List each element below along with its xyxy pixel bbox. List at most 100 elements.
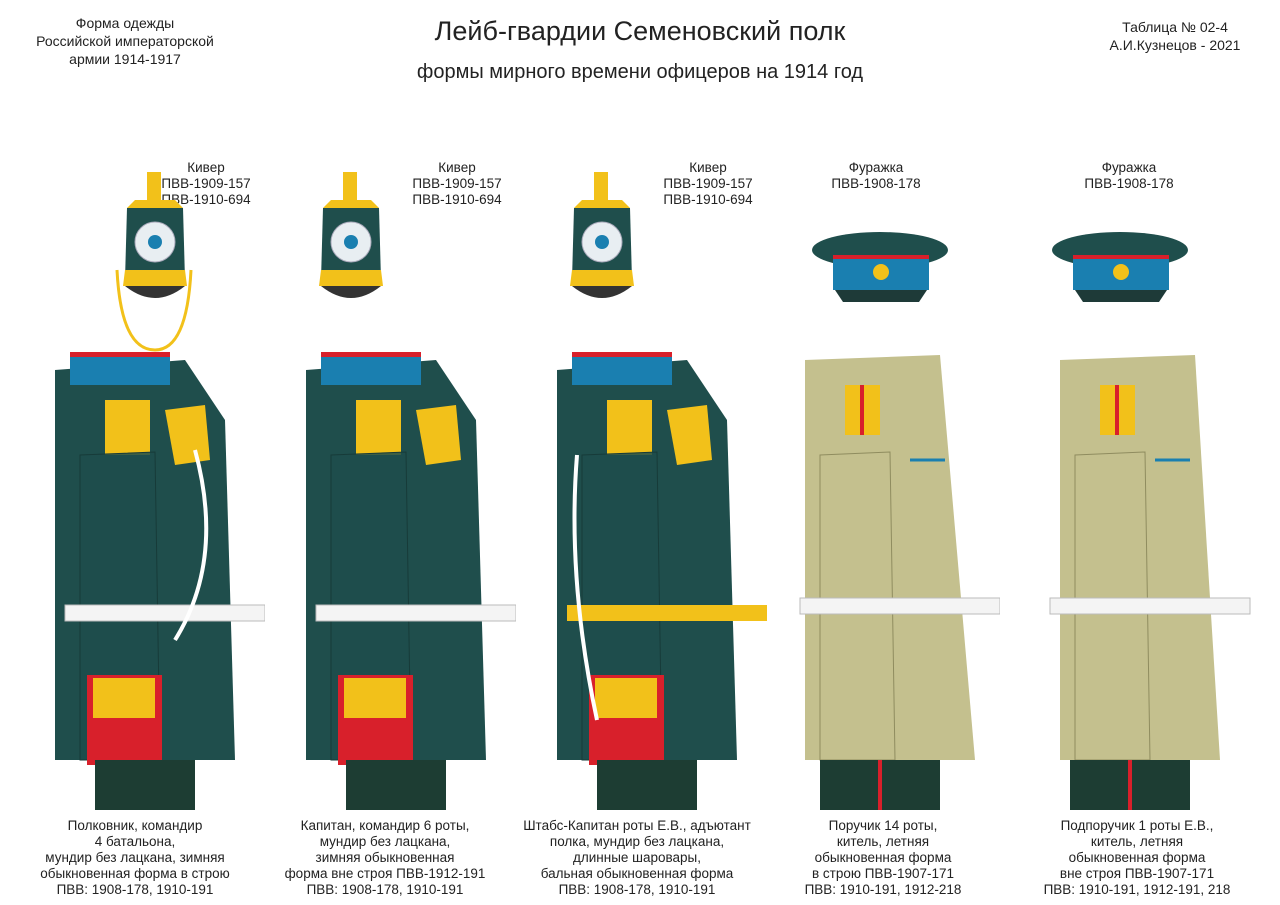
shako-top-band bbox=[127, 200, 183, 208]
caption-line: китель, летняя bbox=[1090, 834, 1184, 849]
caption-line: Капитан, командир 6 роты, bbox=[300, 818, 470, 833]
star-center bbox=[344, 235, 358, 249]
caption-line: ПВВ: 1908-178, 1910-191 bbox=[306, 882, 464, 897]
collar-piping bbox=[70, 352, 170, 357]
collar-piping bbox=[321, 352, 421, 357]
sash-embroidery bbox=[595, 678, 657, 718]
sash-embroidery bbox=[344, 678, 406, 718]
caption-line: 4 батальона, bbox=[94, 834, 176, 849]
chin-chain bbox=[115, 269, 193, 352]
shako-top-band bbox=[323, 200, 379, 208]
caption-line: Полковник, командир bbox=[67, 818, 203, 833]
trousers bbox=[95, 760, 195, 810]
shako-visor bbox=[572, 286, 632, 298]
epaulette bbox=[607, 400, 652, 455]
shako-icon bbox=[319, 172, 383, 298]
figure-5-sub-lieutenant bbox=[1025, 160, 1255, 810]
caption-line: Поручик 14 роты, bbox=[828, 818, 938, 833]
headgear-label-line: ПВВ-1908-178 bbox=[831, 176, 921, 191]
caption-4: Поручик 14 роты, китель, летняя обыкнове… bbox=[758, 818, 1008, 898]
belt bbox=[64, 604, 265, 622]
page-subtitle: формы мирного времени офицеров на 1914 г… bbox=[416, 61, 864, 83]
caption-line: Штабс-Капитан роты Е.В., адъютант bbox=[523, 818, 751, 833]
cap-visor bbox=[1075, 290, 1167, 302]
trouser-stripe bbox=[1128, 760, 1132, 810]
caption-line: зимняя обыкновенная bbox=[315, 850, 455, 865]
caption-line: в строю ПВВ-1907-171 bbox=[811, 866, 954, 881]
caption-line: ПВВ: 1910-191, 1912-191, 218 bbox=[1043, 882, 1231, 897]
shako-visor bbox=[321, 286, 381, 298]
caption-line: ПВВ: 1908-178, 1910-191 bbox=[56, 882, 214, 897]
belt bbox=[315, 604, 516, 622]
headgear-label-5: Фуражка ПВВ-1908-178 bbox=[1059, 160, 1199, 192]
headgear-label-line: Кивер bbox=[187, 160, 225, 175]
gorget-icon bbox=[667, 405, 712, 465]
uniform-illustration bbox=[55, 172, 265, 810]
belt bbox=[567, 605, 767, 621]
headgear-label-line: Фуражка bbox=[1101, 160, 1157, 175]
headgear-label-3: Кивер ПВВ-1909-157 ПВВ-1910-694 bbox=[638, 160, 778, 208]
headgear-label-line: ПВВ-1909-157 bbox=[412, 176, 502, 191]
figure-2-captain bbox=[286, 160, 516, 810]
headgear-label-line: Кивер bbox=[438, 160, 476, 175]
sash-embroidery bbox=[93, 678, 155, 718]
caption-1: Полковник, командир 4 батальона, мундир … bbox=[10, 818, 260, 898]
shako-visor bbox=[125, 286, 185, 298]
plume-icon bbox=[343, 172, 357, 202]
header-right-line: Таблица № 02-4 bbox=[1122, 19, 1228, 35]
caption-line: полка, мундир без лацкана, bbox=[549, 834, 725, 849]
shako-bottom-band bbox=[570, 270, 634, 286]
figure-4-lieutenant bbox=[770, 160, 1000, 810]
star-center bbox=[595, 235, 609, 249]
headgear-label-line: ПВВ-1909-157 bbox=[161, 176, 251, 191]
shoulder-board-stripe bbox=[1115, 385, 1119, 435]
headgear-label-2: Кивер ПВВ-1909-157 ПВВ-1910-694 bbox=[387, 160, 527, 208]
cockade-icon bbox=[1113, 264, 1129, 280]
trouser-stripe bbox=[878, 760, 882, 810]
uniform-illustration bbox=[1049, 232, 1251, 810]
plume-icon bbox=[594, 172, 608, 202]
caption-line: бальная обыкновенная форма bbox=[540, 866, 734, 881]
tunic-collar bbox=[321, 355, 421, 385]
uniform-illustration bbox=[306, 172, 516, 810]
headgear-label-line: ПВВ-1910-694 bbox=[161, 192, 251, 207]
cap-icon bbox=[812, 232, 948, 302]
tunic-collar bbox=[572, 355, 672, 385]
caption-line: Подпоручик 1 роты Е.В., bbox=[1060, 818, 1214, 833]
header-table-number: Таблица № 02-4 А.И.Кузнецов - 2021 bbox=[1080, 18, 1270, 54]
headgear-label-line: ПВВ-1910-694 bbox=[412, 192, 502, 207]
headgear-label-line: Фуражка bbox=[848, 160, 904, 175]
epaulette bbox=[105, 400, 150, 455]
caption-5: Подпоручик 1 роты Е.В., китель, летняя о… bbox=[1012, 818, 1262, 898]
figure-3-staff-captain bbox=[537, 160, 767, 810]
belt bbox=[799, 597, 1000, 615]
header-series-note: Форма одежды Российской императорской ар… bbox=[20, 14, 230, 68]
shako-bottom-band bbox=[319, 270, 383, 286]
gorget-icon bbox=[165, 405, 210, 465]
header-left-line: армии 1914-1917 bbox=[69, 51, 181, 67]
caption-line: обыкновенная форма bbox=[814, 850, 952, 865]
cap-visor bbox=[835, 290, 927, 302]
tunic-collar bbox=[70, 355, 170, 385]
header-left-line: Российской императорской bbox=[36, 33, 214, 49]
cap-icon bbox=[1052, 232, 1188, 302]
caption-line: мундир без лацкана, зимняя bbox=[45, 850, 225, 865]
caption-3: Штабс-Капитан роты Е.В., адъютант полка,… bbox=[512, 818, 762, 898]
headgear-label-4: Фуражка ПВВ-1908-178 bbox=[806, 160, 946, 192]
belt bbox=[1049, 597, 1251, 615]
figure-1-colonel bbox=[35, 160, 265, 810]
shako-top-band bbox=[574, 200, 630, 208]
trousers bbox=[597, 760, 697, 810]
caption-line: ПВВ: 1910-191, 1912-218 bbox=[804, 882, 962, 897]
headgear-label-line: ПВВ-1909-157 bbox=[663, 176, 753, 191]
cockade-icon bbox=[873, 264, 889, 280]
caption-line: обыкновенная форма в строю bbox=[40, 866, 230, 881]
aiguillette bbox=[572, 454, 599, 721]
caption-line: ПВВ: 1908-178, 1910-191 bbox=[558, 882, 716, 897]
caption-line: мундир без лацкана, bbox=[319, 834, 451, 849]
cap-piping bbox=[1073, 255, 1169, 259]
headgear-label-line: ПВВ-1908-178 bbox=[1084, 176, 1174, 191]
gorget-icon bbox=[416, 405, 461, 465]
uniform-illustration bbox=[799, 232, 1000, 810]
shako-icon bbox=[115, 172, 193, 352]
